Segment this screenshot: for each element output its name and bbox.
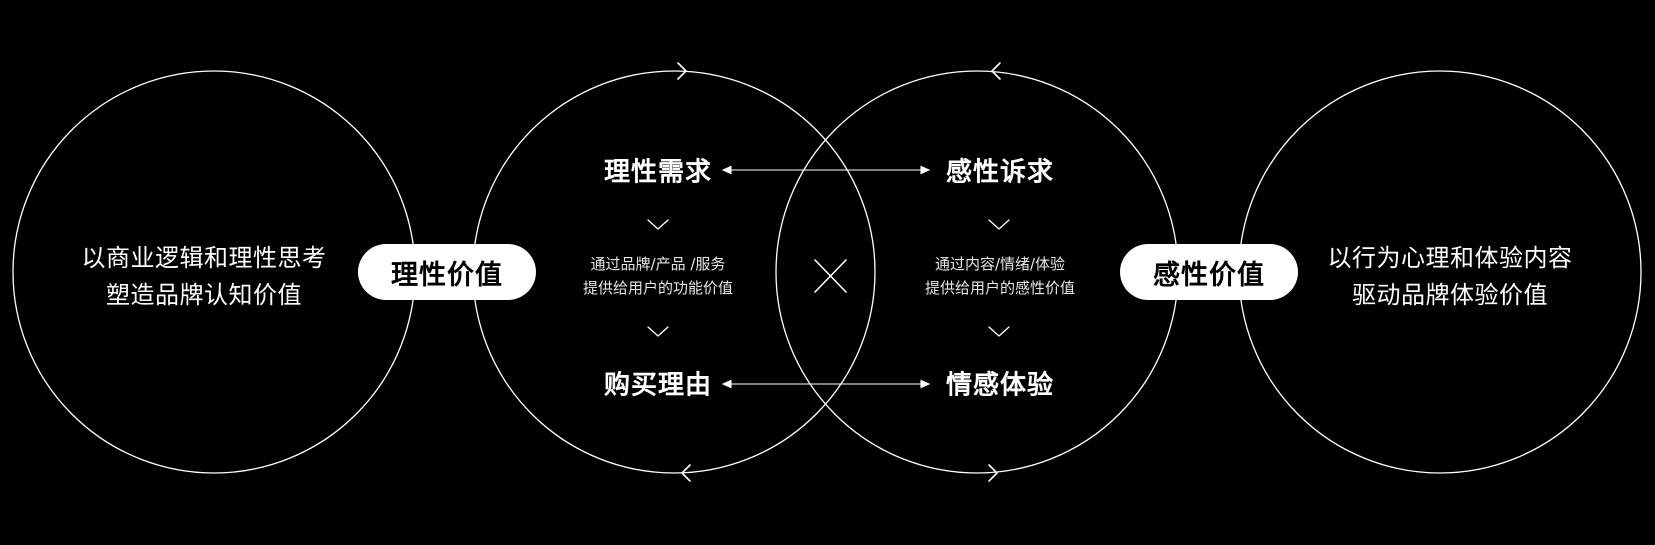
left-description-line-2: 塑造品牌认知价值 [106, 281, 302, 309]
rational-chevron-down-icon-1 [647, 219, 669, 230]
emotional-description: 通过内容/情绪/体验 提供给用户的感性价值 [925, 252, 1075, 300]
right-description-line-2: 驱动品牌体验价值 [1352, 281, 1548, 309]
right-description: 以行为心理和体验内容 驱动品牌体验价值 [1328, 240, 1573, 314]
emotional-appeal-heading: 感性诉求 [945, 157, 1055, 188]
rational-description-line-1: 通过品牌/产品 /服务 [590, 255, 726, 273]
rational-bottom-arrowhead-icon [681, 464, 691, 482]
emotional-top-arrowhead-icon [991, 62, 1001, 80]
top-connector-right-head [920, 165, 931, 175]
right-description-line-1: 以行为心理和体验内容 [1327, 244, 1573, 272]
emotional-value-pill: 感性价值 [1120, 244, 1298, 300]
cross-icon [814, 259, 847, 293]
bottom-connector-left-head [721, 379, 732, 389]
emotional-description-line-1: 通过内容/情绪/体验 [934, 255, 1066, 273]
emotional-experience-heading: 情感体验 [945, 370, 1055, 401]
bottom-connector-right-head [920, 379, 931, 389]
rational-chevron-down-icon-2 [647, 326, 669, 337]
rational-description: 通过品牌/产品 /服务 提供给用户的功能价值 [583, 252, 733, 300]
emotional-description-line-2: 提供给用户的感性价值 [924, 279, 1076, 297]
rational-value-label: 理性价值 [391, 259, 503, 291]
rational-need-heading: 理性需求 [603, 157, 713, 188]
left-description-line-1: 以商业逻辑和理性思考 [81, 244, 327, 272]
rational-top-arrowhead-icon [677, 62, 687, 80]
rational-value-pill: 理性价值 [358, 244, 536, 300]
emotional-chevron-down-icon-1 [988, 219, 1010, 230]
left-description: 以商业逻辑和理性思考 塑造品牌认知价值 [82, 240, 327, 314]
top-connector-left-head [721, 165, 732, 175]
emotional-bottom-arrowhead-icon [988, 464, 998, 482]
emotional-chevron-down-icon-2 [988, 326, 1010, 337]
emotional-value-label: 感性价值 [1153, 259, 1265, 291]
rational-description-line-2: 提供给用户的功能价值 [582, 279, 734, 297]
purchase-reason-heading: 购买理由 [603, 370, 713, 401]
